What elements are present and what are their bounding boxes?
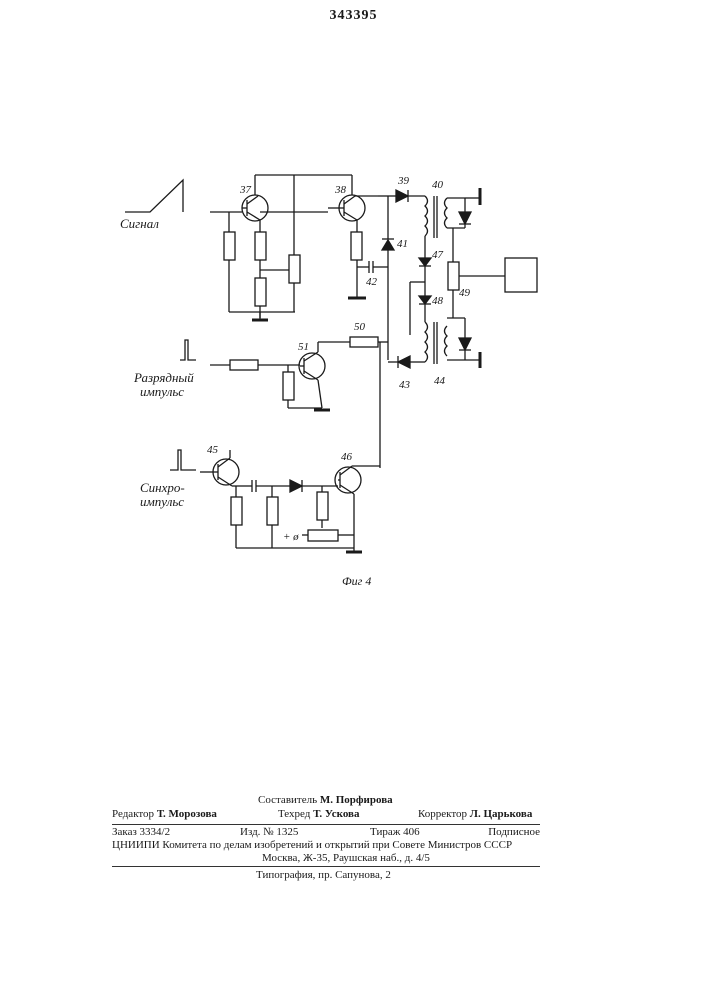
supply-label: + ø bbox=[283, 531, 299, 543]
sync-label-line1: Синхро- bbox=[140, 480, 185, 495]
techred-line: Техред Т. Ускова bbox=[278, 808, 360, 820]
label-40: 40 bbox=[432, 179, 444, 191]
label-50: 50 bbox=[354, 321, 366, 333]
resistor bbox=[283, 372, 294, 400]
figure-caption: Фиг 4 bbox=[342, 574, 371, 588]
address-line: Москва, Ж-35, Раушская наб., д. 4/5 bbox=[262, 852, 430, 864]
transistor-37 bbox=[242, 195, 268, 221]
label-47: 47 bbox=[432, 249, 444, 261]
output-block bbox=[505, 258, 537, 292]
potentiometer-49 bbox=[448, 262, 459, 290]
transistor-38 bbox=[328, 195, 365, 221]
circuit-diagram: 37 38 39 40 41 42 43 44 45 46 47 48 49 5… bbox=[0, 0, 707, 600]
resistor bbox=[255, 278, 266, 306]
discharge-label-line2: импульс bbox=[140, 384, 184, 399]
diode bbox=[459, 338, 471, 350]
resistor bbox=[255, 232, 266, 260]
discharge-label-line1: Разрядный bbox=[133, 370, 194, 385]
label-48: 48 bbox=[432, 295, 444, 307]
diode-39 bbox=[396, 190, 408, 202]
order-number: Заказ 3334/2 bbox=[112, 826, 170, 838]
label-44: 44 bbox=[434, 375, 446, 387]
diode bbox=[459, 212, 471, 224]
diode-41 bbox=[382, 240, 394, 250]
signal-label: Сигнал bbox=[120, 216, 159, 231]
label-42: 42 bbox=[366, 276, 378, 288]
potentiometer bbox=[289, 255, 300, 283]
signal-waveform bbox=[125, 180, 183, 212]
corrector-line: Корректор Л. Царькова bbox=[418, 808, 532, 820]
resistor bbox=[308, 530, 338, 541]
resistor bbox=[230, 360, 258, 370]
divider bbox=[112, 824, 540, 825]
label-41: 41 bbox=[397, 238, 408, 250]
label-39: 39 bbox=[397, 175, 410, 187]
label-45: 45 bbox=[207, 444, 219, 456]
sync-label-line2: импульс bbox=[140, 494, 184, 509]
diode bbox=[290, 480, 302, 492]
label-49: 49 bbox=[459, 287, 471, 299]
compiler-line: Составитель М. Порфирова bbox=[258, 794, 393, 806]
sync-pulse-waveform bbox=[170, 450, 196, 470]
edition-number: Изд. № 1325 bbox=[240, 826, 298, 838]
resistor bbox=[351, 232, 362, 260]
resistor bbox=[224, 232, 235, 260]
editor-line: Редактор Т. Морозова bbox=[112, 808, 217, 820]
transistor-46 bbox=[335, 466, 361, 494]
transistor-45 bbox=[213, 458, 239, 486]
printing-house: Типография, пр. Сапунова, 2 bbox=[256, 869, 391, 881]
diode-48 bbox=[419, 296, 431, 304]
institute-line: ЦНИИПИ Комитета по делам изобретений и о… bbox=[112, 839, 512, 851]
circulation: Тираж 406 bbox=[370, 826, 420, 838]
diode-43 bbox=[398, 356, 410, 368]
transistor-51 bbox=[299, 352, 325, 380]
potentiometer bbox=[317, 492, 328, 520]
diode-47 bbox=[419, 258, 431, 266]
resistor bbox=[267, 497, 278, 525]
label-37: 37 bbox=[239, 184, 252, 196]
subscription: Подписное bbox=[488, 826, 540, 838]
resistor bbox=[231, 497, 242, 525]
label-43: 43 bbox=[399, 379, 411, 391]
label-38: 38 bbox=[334, 184, 347, 196]
resistor-50 bbox=[350, 337, 378, 347]
divider bbox=[112, 866, 540, 867]
label-51: 51 bbox=[298, 341, 309, 353]
discharge-pulse-waveform bbox=[180, 340, 196, 360]
transformer-44 bbox=[425, 318, 480, 368]
label-46: 46 bbox=[341, 451, 353, 463]
